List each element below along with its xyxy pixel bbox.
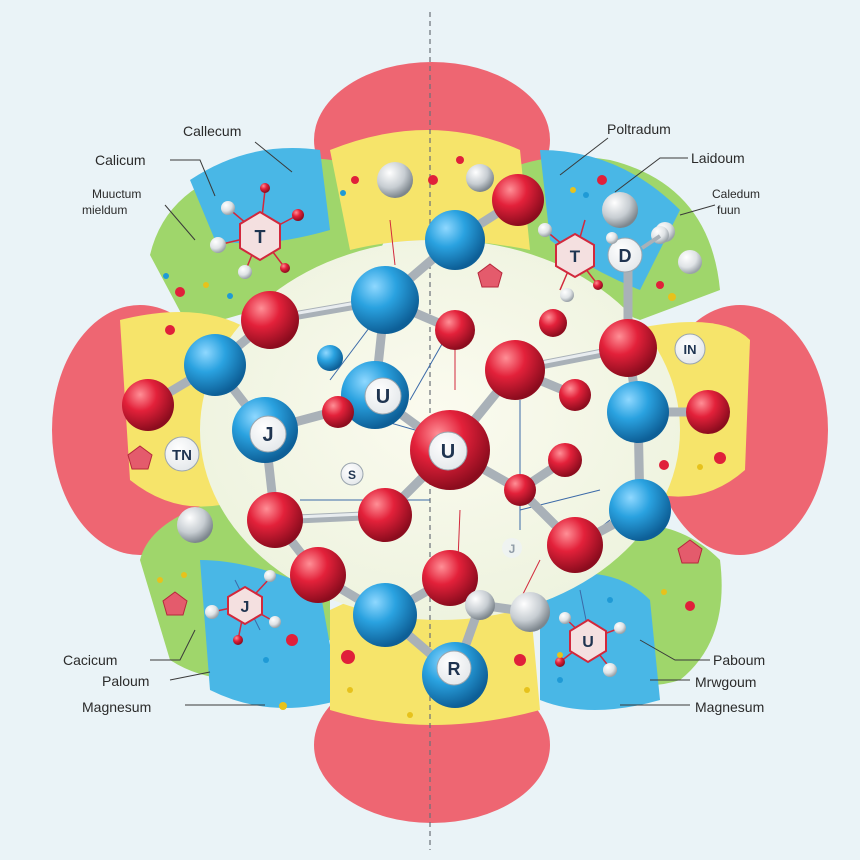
atom-red [686,390,730,434]
atom-red [358,488,412,542]
atom-letter-s: S [348,468,356,482]
label-muuctum: Muuctum [92,187,141,201]
atom-red [547,517,603,573]
atom-red [559,379,591,411]
hub-bottom-left: J [205,570,281,645]
element-labels: Callecum Calicum Muuctum mieldum Poltrad… [63,121,765,715]
label-caledum: Caledum [712,187,760,201]
atom-grey [510,592,550,632]
atom-label-discs [164,333,706,686]
atom-red [539,309,567,337]
label-laidoum: Laidoum [691,150,745,166]
label-fuun: fuun [717,203,740,217]
label-mrwgoum: Mrwgoum [695,674,756,690]
label-magnesum-left: Magnesum [82,699,151,715]
small-dots [157,156,726,718]
atom-letter-j: J [262,424,273,446]
atom-blue-small [317,345,343,371]
atom-red [290,547,346,603]
atom-letter-j: J [241,599,250,616]
label-poltradum: Poltradum [607,121,671,137]
label-mieldum: mieldum [82,203,127,217]
atom-red [504,474,536,506]
atom-letter-r: R [448,659,461,679]
atom-red [485,340,545,400]
label-calicum-top: Calicum [95,152,146,168]
label-callecum: Callecum [183,123,241,139]
atoms [122,162,730,708]
atom-letter-t: T [255,227,266,247]
atom-letter-tn: TN [172,447,192,464]
atom-letters: U U J R TN IN S J [172,342,697,679]
label-paloum: Paloum [102,673,149,689]
label-paboum: Paboum [713,652,765,668]
atom-letter-u: U [441,441,455,463]
label-magnesum-right: Magnesum [695,699,764,715]
hub-top-right: T D [538,219,669,302]
atom-letter-d: D [619,246,632,266]
atom-blue [353,583,417,647]
atom-grey [377,162,413,198]
atom-red [422,550,478,606]
hub-bottom-right: U [555,612,626,677]
atom-red [241,291,299,349]
atom-red [599,319,657,377]
pentagon-markers [127,263,703,616]
atom-grey [465,590,495,620]
label-cacicum: Cacicum [63,652,117,668]
atom-blue [425,210,485,270]
atom-red [548,443,582,477]
atom-blue [184,334,246,396]
atom-blue [351,266,419,334]
atom-grey [602,192,638,228]
hub-top-left: T [210,183,304,279]
atom-blue [607,381,669,443]
atom-red [435,310,475,350]
atom-letter-u: U [582,634,594,651]
leader-lines [150,137,716,706]
atom-red [122,379,174,431]
atom-blue [609,479,671,541]
atom-letter-t: T [570,247,581,266]
atom-white [678,250,702,274]
atom-red [322,396,354,428]
atom-red [492,174,544,226]
atom-letter-in: IN [684,342,697,357]
atom-grey [466,164,494,192]
atom-letter-j-ghost: J [509,542,516,556]
atom-letter-u: U [376,386,390,408]
atom-grey [177,507,213,543]
atom-red [247,492,303,548]
